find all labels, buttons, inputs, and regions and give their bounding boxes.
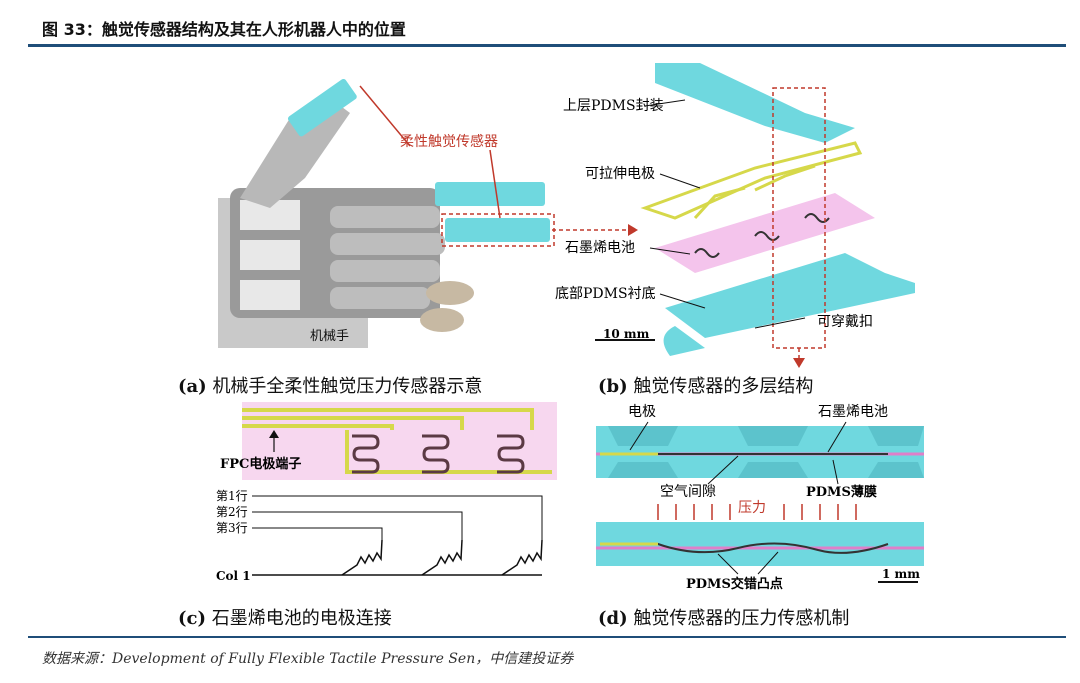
label-film: PDMS薄膜 — [806, 484, 877, 500]
label-pressure: 压力 — [738, 500, 766, 516]
label-sensor: 柔性触觉传感器 — [400, 133, 498, 150]
panel-b-illustration: 上层PDMS封装 可拉伸电极 石墨烯电池 底部PDMS衬底 可穿戴扣 10 mm — [555, 58, 935, 368]
serpentine-2 — [422, 434, 450, 474]
thumb — [240, 98, 350, 208]
fingertip-5 — [420, 308, 464, 332]
source-note: 数据来源：Development of Fully Flexible Tacti… — [42, 651, 574, 667]
label-bumps: PDMS交错凸点 — [686, 576, 783, 592]
top-rule — [28, 44, 1066, 47]
finger-4 — [330, 287, 430, 309]
fingertip-4 — [426, 281, 474, 305]
caption-a: (a) 机械手全柔性触觉压力传感器示意 — [178, 376, 483, 397]
label-hand: 机械手 — [310, 329, 349, 344]
label-row2: 第2行 — [216, 505, 248, 519]
layer-bottom-pdms — [665, 253, 915, 338]
panel-a-illustration: 柔性触觉传感器 机械手 — [210, 58, 570, 348]
caption-c: (c) 石墨烯电池的电极连接 — [178, 608, 392, 629]
figure-title: 图 33：触觉传感器结构及其在人形机器人中的位置 — [42, 20, 406, 39]
panel-d-illustration: 电极 石墨烯电池 空气间隙 PDMS薄膜 压力 PDMS交错凸点 — [588, 398, 928, 593]
caption-b: (b) 触觉传感器的多层结构 — [598, 376, 814, 397]
bottom-rule — [28, 636, 1066, 638]
scale-label-d: 1 mm — [882, 567, 920, 581]
label-fpc: FPC电极端子 — [220, 456, 301, 472]
label-d-graphene: 石墨烯电池 — [818, 404, 888, 420]
hand-joint-3 — [240, 280, 300, 310]
panel-c-illustration: FPC电极端子 第1行 第2行 第3行 Col 1 — [212, 400, 562, 590]
layer-top-pdms — [655, 63, 855, 143]
hand-joint-2 — [240, 240, 300, 270]
scale-label-b: 10 mm — [603, 327, 650, 341]
label-top-pdms: 上层PDMS封装 — [563, 98, 664, 114]
arrow-to-finger — [489, 149, 501, 219]
serpentine-3 — [497, 434, 525, 474]
finger-3 — [330, 260, 440, 282]
label-electrode: 可拉伸电极 — [585, 166, 655, 182]
serpentine-1 — [352, 434, 380, 474]
finger-1 — [330, 206, 440, 228]
resistor-2 — [421, 539, 463, 576]
layer-electrode — [640, 141, 863, 220]
label-air: 空气间隙 — [660, 484, 716, 500]
finger-sensor-middle — [445, 218, 550, 242]
thumb-sensor — [287, 78, 357, 137]
label-d-electrode: 电极 — [628, 404, 656, 420]
caption-d: (d) 触觉传感器的压力传感机制 — [598, 608, 850, 629]
label-wearable: 可穿戴扣 — [817, 314, 873, 330]
fpc-pad — [242, 402, 557, 480]
wearable-strap — [663, 326, 705, 356]
pressure-arrows — [657, 504, 857, 520]
panel-a-to-b-arrow — [552, 224, 638, 236]
label-bottom-pdms: 底部PDMS衬底 — [555, 286, 656, 302]
finger-sensor-top — [435, 182, 545, 206]
resistor-1 — [341, 539, 383, 576]
resistor-3 — [501, 539, 543, 576]
finger-2 — [330, 233, 445, 255]
arrow-to-thumb — [359, 85, 411, 147]
label-graphene: 石墨烯电池 — [565, 240, 635, 256]
label-row3: 第3行 — [216, 521, 248, 535]
pdms-block-relaxed — [596, 426, 924, 478]
label-col: Col 1 — [216, 569, 251, 583]
label-row1: 第1行 — [216, 489, 248, 503]
